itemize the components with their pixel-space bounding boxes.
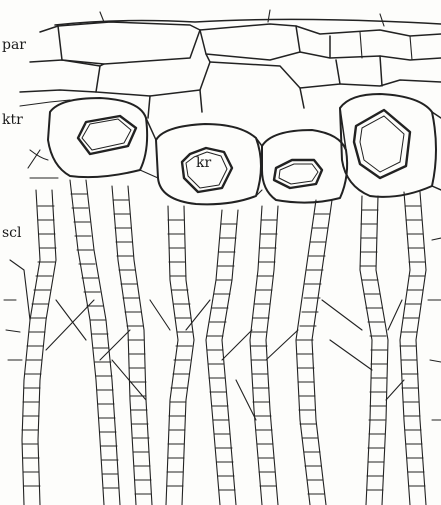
label-kr: kr bbox=[196, 156, 211, 170]
crystal-cell-layer bbox=[28, 94, 441, 204]
parenchyma-layer bbox=[20, 10, 441, 118]
sclerenchyma-strands bbox=[4, 180, 441, 505]
label-scl: scl bbox=[2, 226, 22, 240]
label-ktr: ktr bbox=[2, 113, 23, 127]
label-par: par bbox=[2, 38, 26, 52]
crystals bbox=[78, 110, 410, 192]
